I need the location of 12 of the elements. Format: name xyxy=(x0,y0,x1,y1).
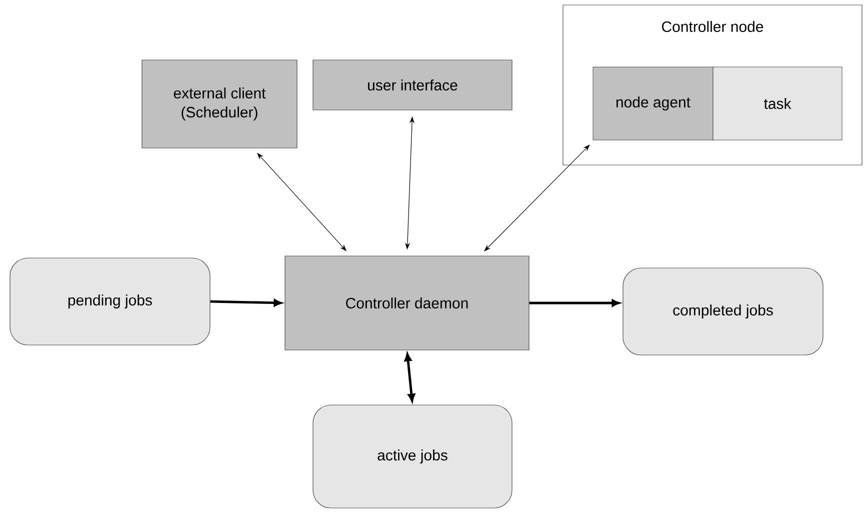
process-box: node agent xyxy=(592,66,714,140)
queue-box: pending jobs xyxy=(10,258,210,346)
arrow xyxy=(404,353,416,402)
queue-box: active jobs xyxy=(312,404,512,508)
process-box: external client (Scheduler) xyxy=(142,60,298,148)
arrow xyxy=(484,144,590,252)
process-box: user interface xyxy=(312,60,512,110)
arrow xyxy=(529,299,620,307)
process-box: Controller daemon xyxy=(284,256,530,350)
queue-box: completed jobs xyxy=(622,268,824,356)
process-box: task xyxy=(712,66,842,140)
arrow xyxy=(210,299,282,306)
